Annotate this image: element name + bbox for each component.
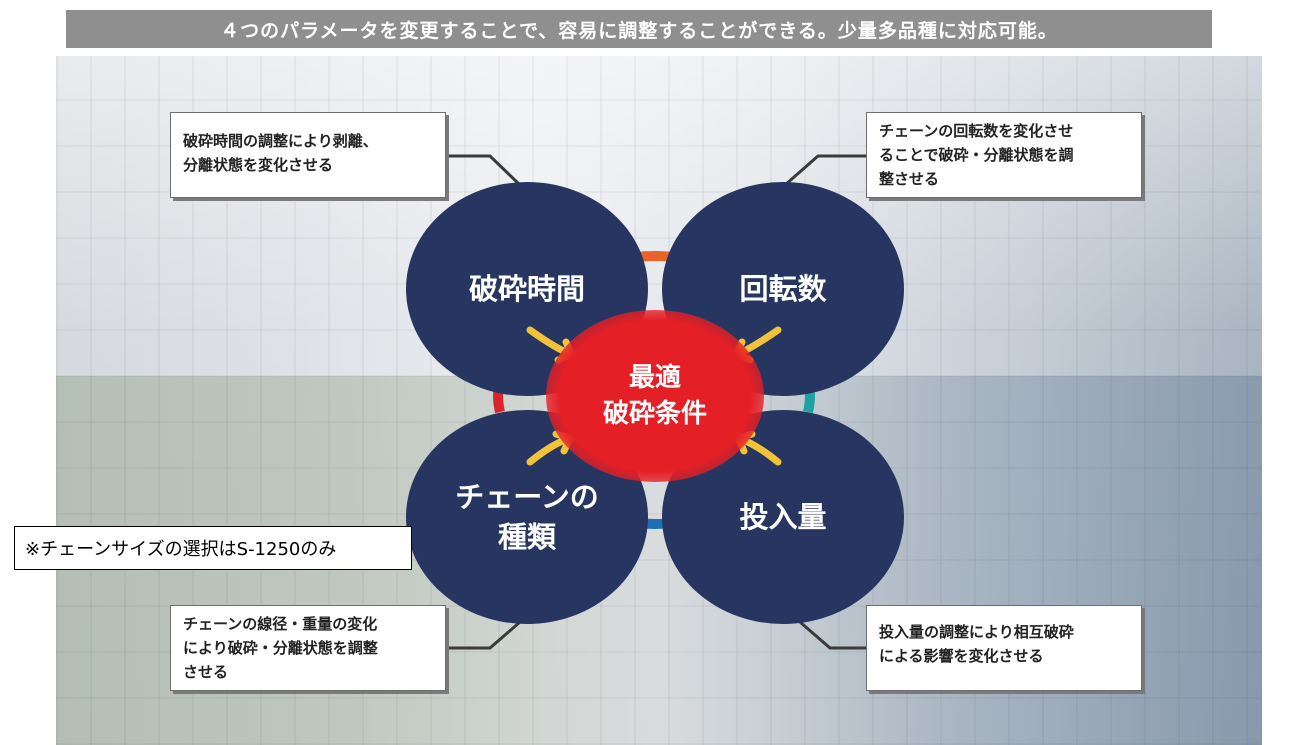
callout-rotation: チェーンの回転数を変化させ ることで破砕・分離状態を調 整させる <box>866 112 1142 198</box>
callout-chain-type: チェーンの線径・重量の変化 により破砕・分離状態を調整 させる <box>170 605 446 691</box>
leader-line-top-right <box>784 154 866 187</box>
leader-line-bottom-right <box>799 620 866 650</box>
leader-line-top-left <box>446 154 522 187</box>
leader-line-bottom-left <box>446 620 521 650</box>
chain-size-note: ※チェーンサイズの選択はS-1250のみ <box>14 526 412 570</box>
center-optimal-condition: 最適 破砕条件 <box>546 310 764 482</box>
callout-input-amount: 投入量の調整により相互破砕 による影響を変化させる <box>866 605 1142 691</box>
banner-title: ４つのパラメータを変更することで、容易に調整することができる。少量多品種に対応可… <box>66 10 1212 48</box>
callout-crush-time: 破砕時間の調整により剥離、 分離状態を変化させる <box>170 112 446 198</box>
